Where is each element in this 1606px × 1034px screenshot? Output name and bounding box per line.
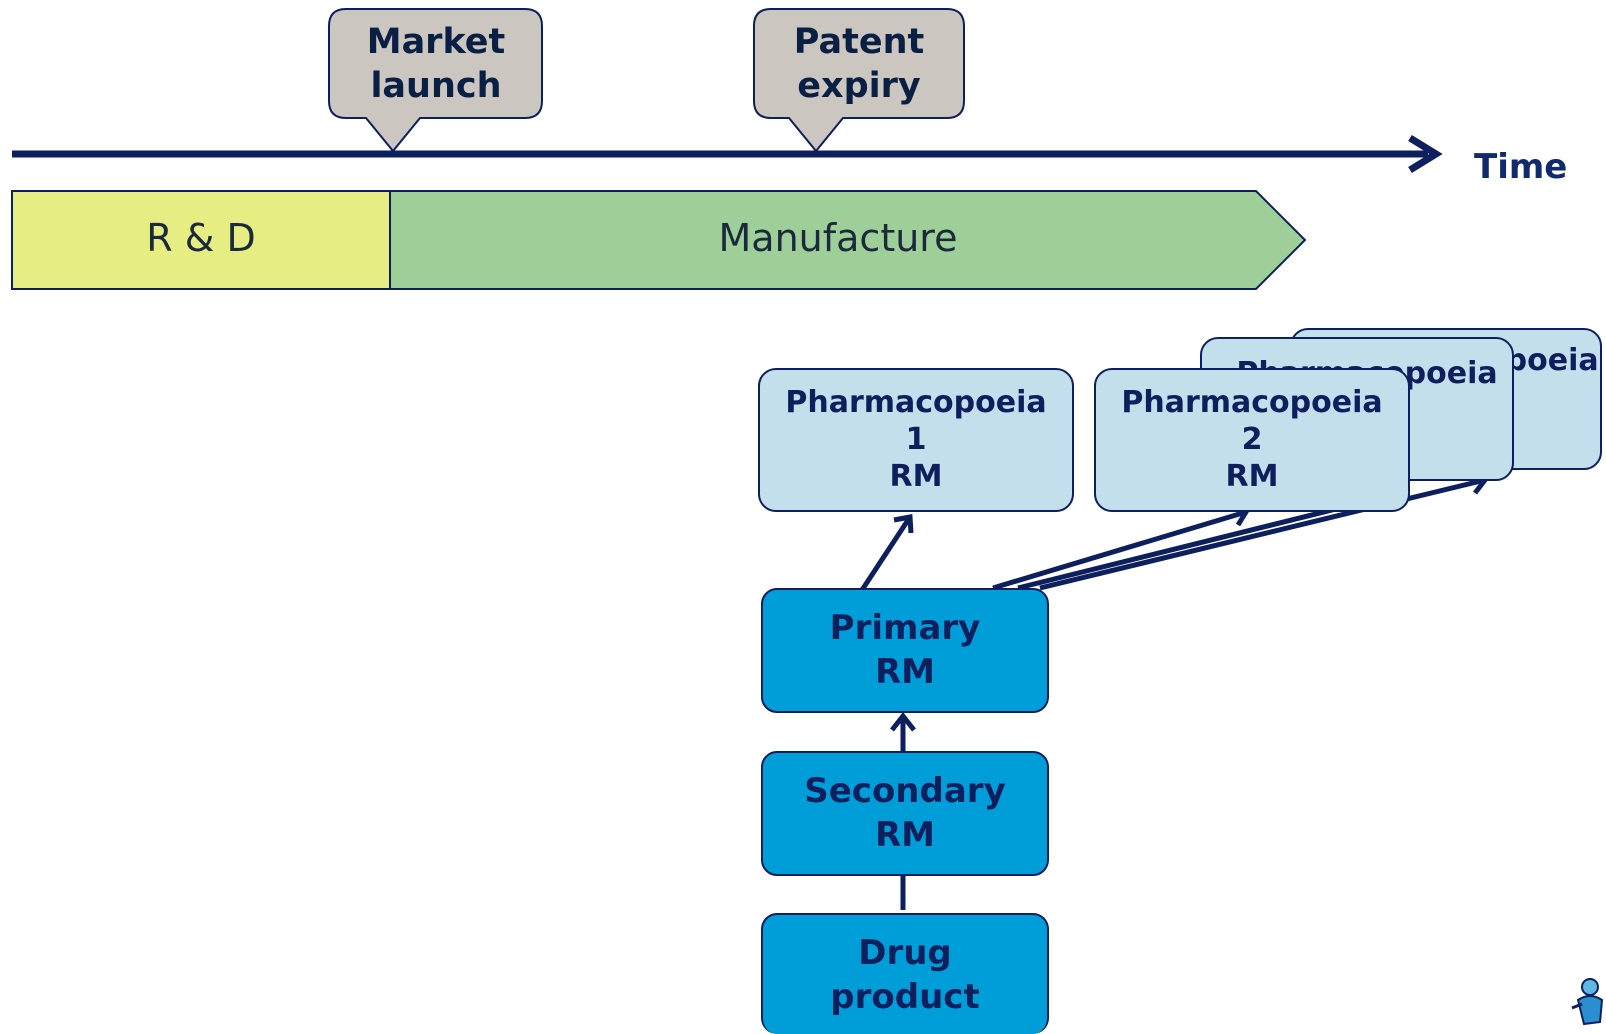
mascot-figure-icon	[1571, 978, 1604, 1026]
pharmacopoeia-2-name: Pharmacopoeia	[1121, 385, 1383, 420]
patent-expiry-label: Patent expiry	[754, 20, 964, 108]
drug-product-line1: Drug	[858, 933, 952, 973]
primary-rm-box: Primary RM	[761, 588, 1049, 713]
pharmacopoeia-2-number: 2	[1241, 422, 1263, 457]
patent-expiry-line2: expiry	[797, 66, 921, 106]
secondary-to-primary-arrowhead	[890, 711, 916, 732]
market-launch-callout	[328, 8, 543, 153]
pharmacopoeia-1-name: Pharmacopoeia	[785, 385, 1047, 420]
primary-to-pharmacopoeia-1-arrowhead	[893, 514, 914, 534]
patent-expiry-callout	[753, 8, 965, 153]
primary-to-pharmacopoeia-3-arrow	[1017, 500, 1361, 591]
rnd-phase-label: R & D	[146, 216, 256, 260]
pharmacopoeia-2-box: Pharmacopoeia 2 RM	[1094, 368, 1410, 512]
pharmacopoeia-2-rm: RM	[1225, 459, 1279, 494]
secondary-rm-box: Secondary RM	[761, 751, 1049, 876]
market-launch-label: Market launch	[330, 20, 542, 108]
pharmacopoeia-1-number: 1	[905, 422, 927, 457]
pharmacopoeia-1-box: Pharmacopoeia 1 RM	[758, 368, 1074, 512]
drug-product-line2: product	[830, 977, 980, 1017]
primary-to-pharmacopoeia-4-arrow	[1039, 477, 1486, 591]
primary-to-pharmacopoeia-1-arrow	[859, 515, 913, 592]
time-axis-label: Time	[1474, 147, 1568, 187]
time-axis-arrowhead	[1408, 135, 1443, 173]
drug-product-box: Drug product	[761, 913, 1049, 1034]
secondary-rm-line2: RM	[874, 815, 935, 855]
primary-rm-line2: RM	[874, 652, 935, 692]
market-launch-line2: launch	[370, 66, 502, 106]
manufacture-phase-band	[389, 190, 1307, 290]
manufacture-phase-label: Manufacture	[718, 216, 958, 260]
rnd-phase-band	[11, 190, 391, 290]
primary-to-pharmacopoeia-2-arrow	[992, 509, 1247, 591]
pharmacopoeia-1-rm: RM	[889, 459, 943, 494]
market-launch-line1: Market	[366, 22, 506, 62]
primary-rm-line1: Primary	[829, 608, 981, 648]
patent-expiry-line1: Patent	[793, 22, 925, 62]
secondary-rm-line1: Secondary	[804, 771, 1006, 811]
